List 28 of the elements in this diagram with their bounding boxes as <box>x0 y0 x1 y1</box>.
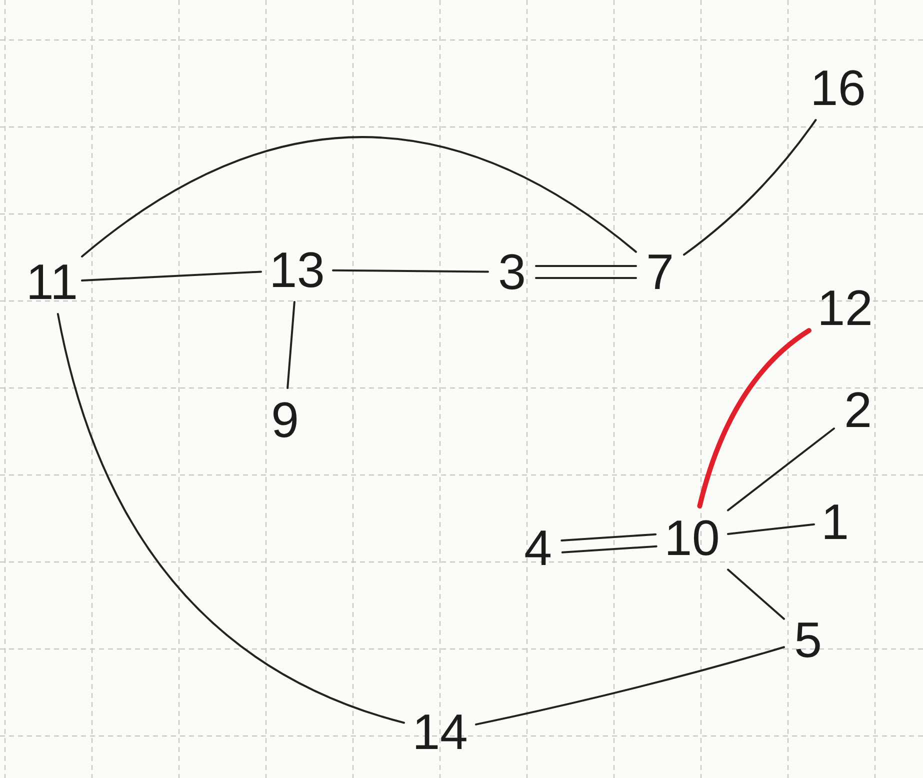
connector-line <box>561 545 658 554</box>
node-number: 10 <box>660 510 724 566</box>
connector-line <box>81 270 262 282</box>
node-number: 4 <box>518 520 558 576</box>
connector-line <box>286 301 296 389</box>
connector-line <box>475 646 785 726</box>
connector-line <box>332 269 489 273</box>
node-number: 9 <box>265 392 305 448</box>
node-number: 16 <box>806 60 870 116</box>
node-number: 3 <box>492 244 532 300</box>
connector-line <box>56 313 405 724</box>
connector-line <box>697 328 812 508</box>
connector-line <box>727 568 785 620</box>
node-number: 7 <box>640 244 680 300</box>
node-number: 5 <box>788 612 828 668</box>
connector-line <box>81 136 637 258</box>
node-number: 11 <box>26 254 78 310</box>
node-number: 14 <box>408 704 472 760</box>
connector-line <box>727 428 835 512</box>
node-number: 2 <box>838 382 878 438</box>
node-number: 1 <box>818 494 852 550</box>
connector-line <box>535 265 637 267</box>
connector-line <box>727 523 815 535</box>
node-number: 12 <box>813 280 877 336</box>
connector-line <box>683 119 817 256</box>
node-number: 13 <box>265 242 329 298</box>
connector-line <box>535 277 637 279</box>
connector-line <box>560 533 657 542</box>
